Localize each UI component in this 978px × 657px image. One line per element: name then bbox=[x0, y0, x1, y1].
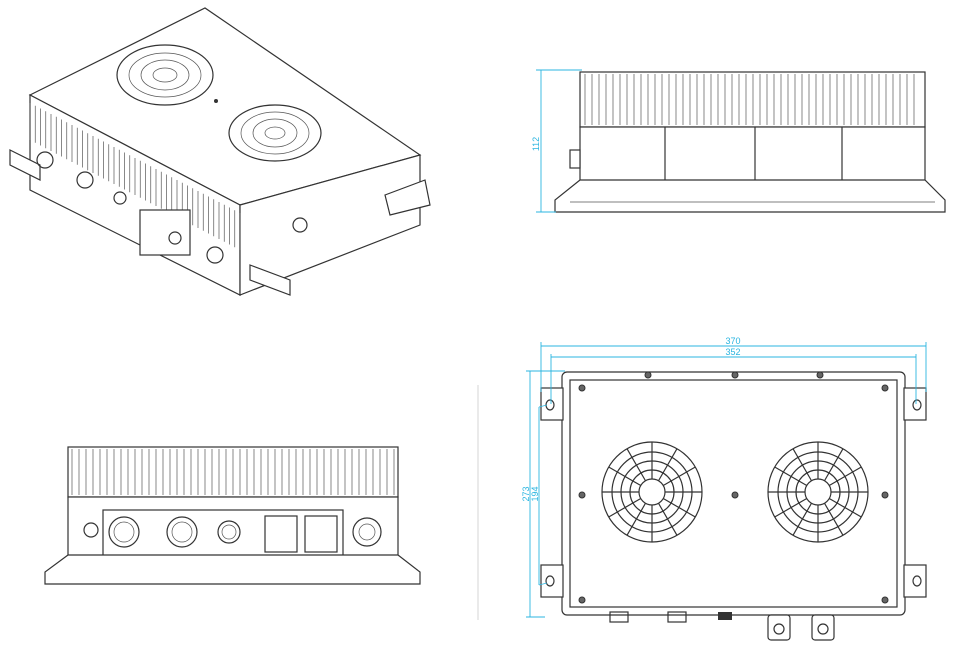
fan-guard-spoke bbox=[608, 466, 642, 487]
iso-fan-2 bbox=[228, 104, 322, 162]
fan-guard-spoke bbox=[657, 502, 678, 536]
fan-guard-spoke bbox=[823, 448, 844, 482]
fan-guard-spoke bbox=[792, 448, 813, 482]
top-mount-ear bbox=[540, 387, 564, 421]
fan-guard-spoke bbox=[626, 448, 647, 482]
iso-connector bbox=[76, 171, 94, 189]
front-view bbox=[44, 446, 421, 585]
front-connector-4 bbox=[352, 517, 382, 547]
fan-guard-spoke bbox=[662, 497, 696, 518]
dim-mount-spacing-width: 194 bbox=[530, 486, 540, 501]
fan-guard-spoke bbox=[774, 497, 808, 518]
fan-guard-spoke bbox=[774, 466, 808, 487]
screw bbox=[644, 371, 652, 379]
fan-guard-spoke bbox=[608, 497, 642, 518]
iso-fan-1 bbox=[116, 44, 214, 106]
fan-guard-spoke bbox=[657, 448, 678, 482]
iso-vent-plug bbox=[292, 217, 308, 233]
side-heatsink bbox=[579, 71, 926, 128]
dim-overall-length: 370 bbox=[725, 336, 740, 346]
top-screws bbox=[578, 371, 889, 604]
screw bbox=[731, 371, 739, 379]
top-terminal-lug bbox=[767, 614, 791, 641]
front-heatsink-fins bbox=[71, 449, 395, 495]
iso-connector bbox=[113, 191, 127, 205]
fan-guard-spoke bbox=[626, 502, 647, 536]
fan-guard-spoke bbox=[828, 466, 862, 487]
screw bbox=[881, 491, 889, 499]
dim-mount-spacing-length: 352 bbox=[725, 347, 740, 357]
top-fans bbox=[601, 441, 869, 543]
iso-mount-foot bbox=[384, 179, 431, 216]
screw bbox=[578, 596, 586, 604]
front-base-flange bbox=[44, 554, 421, 585]
fan-guard-spoke bbox=[792, 502, 813, 536]
side-heatsink-fins bbox=[584, 74, 915, 125]
top-cover bbox=[569, 379, 898, 608]
iso-mount-foot bbox=[249, 264, 291, 296]
screw bbox=[731, 491, 739, 499]
iso-terminal-block bbox=[139, 209, 191, 256]
side-connector bbox=[569, 149, 581, 169]
fan-guard-spoke bbox=[828, 497, 862, 518]
dim-height: 112 bbox=[531, 137, 541, 151]
fan-guard bbox=[601, 441, 703, 543]
fan-guard-spoke bbox=[662, 466, 696, 487]
iso-side-face bbox=[239, 154, 421, 296]
side-base-flange bbox=[554, 179, 946, 213]
fan-guard-spoke bbox=[823, 502, 844, 536]
side-view: 112 bbox=[531, 69, 946, 213]
front-vent-plug bbox=[83, 522, 99, 538]
screw bbox=[881, 596, 889, 604]
front-terminal-2 bbox=[304, 515, 338, 553]
iso-connector bbox=[36, 151, 54, 169]
top-view: 370 352 273 194 bbox=[521, 336, 927, 641]
screw bbox=[578, 491, 586, 499]
isometric-view bbox=[9, 7, 431, 296]
screw bbox=[578, 384, 586, 392]
front-connector-2 bbox=[166, 516, 198, 548]
top-terminal-lug bbox=[811, 614, 835, 641]
dim-overall-width: 273 bbox=[521, 486, 531, 501]
fan-guard bbox=[767, 441, 869, 543]
top-mount-ear bbox=[903, 387, 927, 421]
top-mount-ear bbox=[903, 564, 927, 598]
front-body bbox=[67, 496, 399, 560]
iso-heatsink-fins bbox=[29, 103, 241, 250]
iso-mount-foot bbox=[9, 149, 41, 181]
screw bbox=[881, 384, 889, 392]
front-terminal-1 bbox=[264, 515, 298, 553]
front-connector-3 bbox=[217, 520, 241, 544]
iso-connector bbox=[206, 246, 224, 264]
screw bbox=[816, 371, 824, 379]
top-mount-ear bbox=[540, 564, 564, 598]
front-connector-1 bbox=[108, 516, 140, 548]
